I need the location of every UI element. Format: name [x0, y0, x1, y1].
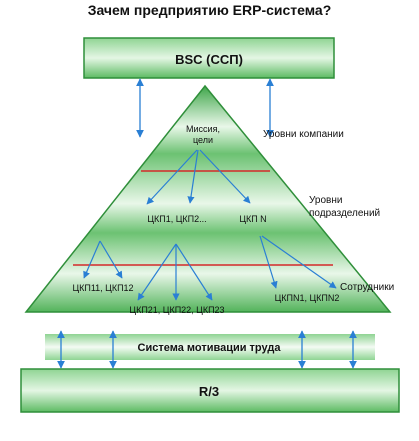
label-division-levels-1: Уровни — [309, 195, 342, 206]
label-employees: Сотрудники — [340, 282, 394, 293]
bsc-box-label: BSC (ССП) — [175, 52, 243, 67]
arrow-mission-mid — [187, 149, 199, 204]
node-ckp11-12: ЦКП11, ЦКП12 — [72, 283, 133, 293]
motivation-band — [45, 334, 375, 360]
diagram-title: Зачем предприятию ERP-система? — [87, 2, 332, 18]
r3-box-label: R/3 — [199, 384, 219, 399]
r3-box — [20, 368, 400, 413]
node-mission-line1: Миссия, — [186, 124, 220, 134]
node-ckp-level: ЦКП1, ЦКП2... — [147, 214, 206, 224]
bsc-box — [83, 37, 335, 79]
arrow-l2-b — [99, 240, 123, 279]
arrow-l2-c — [137, 243, 177, 301]
arrow-l2-a — [83, 240, 101, 279]
label-division-levels-2: подразделений — [309, 208, 380, 219]
label-company-levels: Уровни компании — [263, 129, 344, 140]
node-mission-line2: цели — [193, 135, 213, 145]
arrow-l2-g — [261, 235, 337, 289]
arrow-l2-e — [175, 243, 213, 301]
pyramid — [24, 84, 392, 313]
arrow-mission-right — [199, 149, 251, 204]
arrow-l2-f — [259, 235, 278, 289]
arrow-mission-left — [146, 149, 198, 205]
node-ckp21-23: ЦКП21, ЦКП22, ЦКП23 — [129, 305, 224, 315]
motivation-label: Система мотивации труда — [138, 342, 282, 354]
node-ckpn1-n2: ЦКПN1, ЦКПN2 — [275, 293, 340, 303]
node-ckp-n: ЦКП N — [239, 214, 266, 224]
